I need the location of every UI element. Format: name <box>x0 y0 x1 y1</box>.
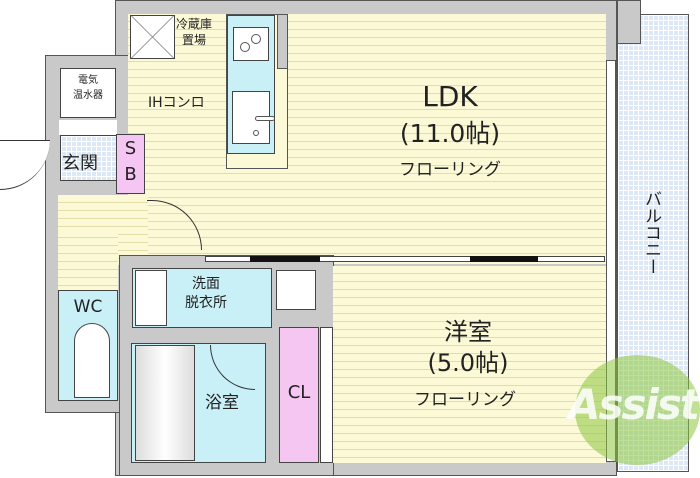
toilet-icon <box>74 323 110 398</box>
balcony-window[interactable] <box>606 60 616 462</box>
fridge-space <box>130 15 175 59</box>
hallway-lower <box>58 230 118 290</box>
ldk-label: LDK <box>422 80 478 113</box>
balcony-label: バルコニー <box>641 190 661 275</box>
ldk-room <box>128 14 606 264</box>
western-room-label: 洋室 <box>444 318 492 346</box>
wc-label: WC <box>73 297 103 317</box>
shoe-box-s: S <box>124 138 137 159</box>
water-heater-label: 電気温水器 <box>60 73 116 103</box>
washroom-line1: 洗面 <box>192 276 220 292</box>
bathroom-label: 浴室 <box>205 393 239 413</box>
ldk-flooring: フローリング <box>399 160 501 180</box>
assist-logo: Assist <box>568 380 700 429</box>
entrance <box>60 135 117 181</box>
entrance-label: 玄関 <box>62 153 98 174</box>
water-heater <box>60 68 116 118</box>
logo-mark <box>575 355 700 465</box>
water-heater-line2: 温水器 <box>73 90 103 101</box>
bathtub-icon <box>135 345 195 461</box>
closet-label: CL <box>287 382 311 403</box>
washroom-label: 洗面脱衣所 <box>185 275 227 313</box>
fridge-label: 冷蔵庫置場 <box>176 16 212 48</box>
kitchen-wall <box>277 14 288 69</box>
water-heater-line1: 電気 <box>78 75 98 86</box>
fridge-label-line2: 置場 <box>182 33 207 47</box>
closet <box>279 327 319 463</box>
western-room <box>333 266 606 463</box>
washing-machine-space <box>276 270 316 310</box>
western-room-size: (5.0帖) <box>427 349 509 377</box>
closet-doors[interactable] <box>320 327 333 463</box>
balcony-top-wall <box>617 0 641 44</box>
fridge-label-line1: 冷蔵庫 <box>176 17 213 31</box>
sink-icon <box>232 91 275 144</box>
shoe-box-b: B <box>124 164 137 185</box>
washroom-line2: 脱衣所 <box>185 295 227 311</box>
washbasin-icon <box>135 270 167 326</box>
partition-wall-right <box>470 256 538 262</box>
western-room-flooring: フローリング <box>414 390 516 410</box>
entry-step <box>59 120 117 135</box>
ldk-size: (11.0帖) <box>399 119 501 148</box>
partition-wall <box>250 256 320 262</box>
partition <box>205 256 605 262</box>
stove-icon <box>233 27 269 61</box>
shoe-box <box>116 134 145 194</box>
ih-stove-label: IHコンロ <box>148 95 205 111</box>
entrance-door[interactable] <box>0 140 50 190</box>
